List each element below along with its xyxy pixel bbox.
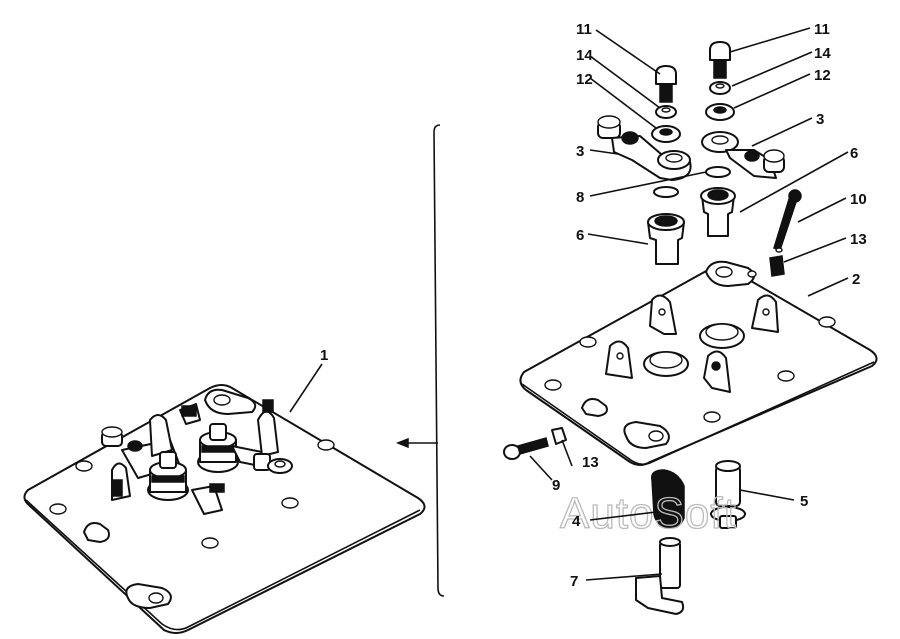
callout-11-right: 11 bbox=[814, 21, 830, 38]
screw-10 bbox=[773, 189, 802, 253]
callout-8: 8 bbox=[576, 189, 584, 206]
rocker-arm-3-left bbox=[597, 115, 692, 181]
callout-7: 7 bbox=[570, 573, 578, 590]
callout-14-left: 14 bbox=[576, 47, 593, 64]
bushing-6-right bbox=[700, 187, 736, 237]
callout-12-right: 12 bbox=[814, 67, 831, 84]
callout-6-right: 6 bbox=[850, 145, 858, 162]
bolt-11-left bbox=[655, 65, 677, 103]
bolt-9 bbox=[503, 437, 549, 460]
valve-plate-2 bbox=[519, 260, 878, 466]
callout-9: 9 bbox=[552, 477, 560, 494]
callout-11-left: 11 bbox=[576, 21, 592, 38]
callout-5: 5 bbox=[800, 493, 808, 510]
callout-labels: 11 11 14 14 12 12 3 3 6 6 8 10 13 2 9 13… bbox=[320, 21, 867, 590]
callout-3-right: 3 bbox=[816, 111, 824, 128]
callout-14-right: 14 bbox=[814, 45, 831, 62]
callout-6-left: 6 bbox=[576, 227, 584, 244]
callout-1: 1 bbox=[320, 347, 328, 364]
callout-13-upper: 13 bbox=[850, 231, 867, 248]
shaft-5 bbox=[710, 460, 746, 529]
callout-10: 10 bbox=[850, 191, 867, 208]
bushing-6-left bbox=[647, 213, 685, 265]
spring-4 bbox=[651, 469, 685, 529]
assembled-valve-plate bbox=[23, 384, 426, 634]
bolt-11-right bbox=[709, 41, 731, 79]
callout-13-lower: 13 bbox=[582, 454, 599, 471]
arrow-left-icon bbox=[395, 437, 409, 449]
assembly-bracket bbox=[395, 124, 445, 597]
callout-3-left: 3 bbox=[576, 143, 584, 160]
shaft-7 bbox=[635, 537, 685, 615]
rocker-arm-3-right bbox=[701, 131, 785, 179]
leader-lines bbox=[289, 27, 849, 581]
callout-12-left: 12 bbox=[576, 71, 593, 88]
callout-4: 4 bbox=[572, 513, 581, 530]
exploded-parts bbox=[503, 41, 878, 615]
callout-2: 2 bbox=[852, 271, 860, 288]
